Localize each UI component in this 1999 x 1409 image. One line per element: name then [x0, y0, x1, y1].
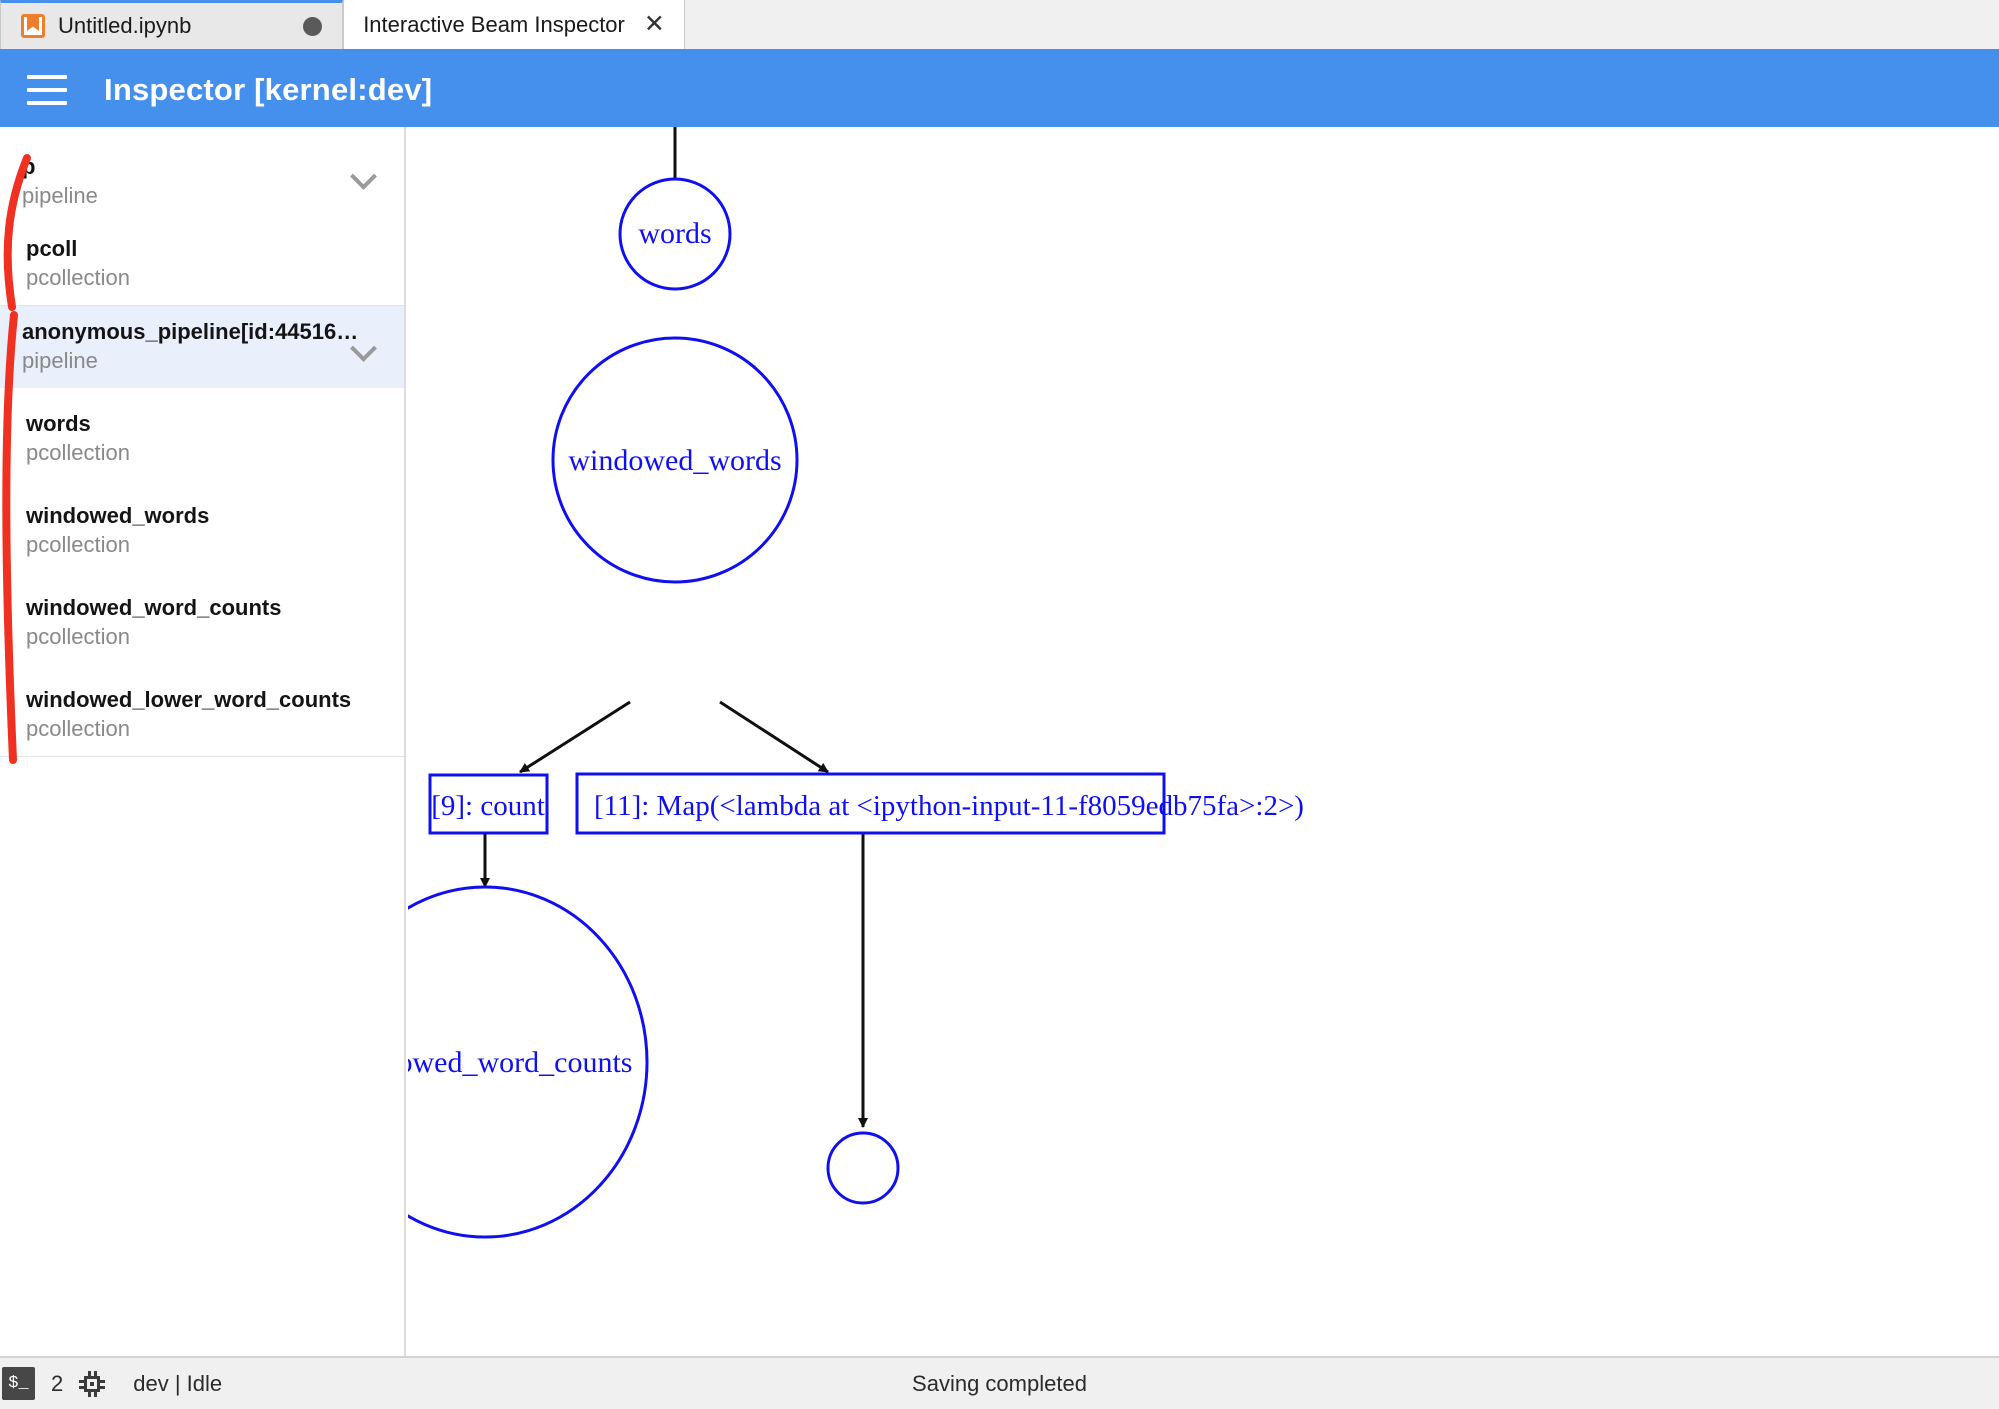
- sidebar-item-title: windowed_word_counts: [26, 596, 282, 621]
- graph-node-windowed-word-counts[interactable]: [408, 885, 649, 1239]
- tab-interactive-beam-inspector[interactable]: Interactive Beam Inspector ✕: [343, 0, 685, 49]
- sidebar-item-subtitle: pcollection: [26, 623, 130, 649]
- inspector-header: Inspector [kernel:dev]: [0, 52, 1999, 127]
- pipeline-graph-svg: words [8]: window windowed_words [9]: co…: [408, 127, 1304, 1239]
- graph-node-words[interactable]: [618, 177, 732, 291]
- unsaved-dot-icon[interactable]: [303, 16, 322, 36]
- sidebar-item-title: windowed_lower_word_counts: [26, 688, 352, 713]
- pipeline-group-p: p pipeline pcoll pcollection: [0, 127, 404, 307]
- sidebar-item-subtitle: pcollection: [26, 531, 130, 557]
- sidebar-item-subtitle: pcollection: [26, 715, 130, 741]
- tab-untitled-ipynb[interactable]: Untitled.ipynb: [0, 0, 343, 49]
- graph-node-windowed-words[interactable]: [551, 336, 799, 584]
- graph-node-label: [11]: Map(<lambda at <ipython-input-11-f…: [594, 790, 1304, 822]
- sidebar-item-title: words: [26, 412, 91, 437]
- save-status: Saving completed: [912, 1370, 1087, 1396]
- sidebar-item-subtitle: pipeline: [22, 347, 98, 373]
- graph-node-unnamed[interactable]: [826, 1131, 900, 1205]
- pipeline-group-anonymous: anonymous_pipeline[id:44516… pipeline wo…: [0, 306, 404, 758]
- notebook-icon: [21, 14, 45, 38]
- graph-node-label: windowed_words: [568, 444, 781, 477]
- graph-node-label: [9]: count: [431, 790, 545, 822]
- sidebar-item-windowed-lower-word-counts[interactable]: windowed_lower_word_counts pcollection: [0, 664, 404, 756]
- sidebar-item-title: pcoll: [26, 237, 78, 262]
- tab-label: Untitled.ipynb: [58, 13, 192, 38]
- sidebar-item-pcoll[interactable]: pcoll pcollection: [0, 223, 404, 305]
- chevron-down-icon[interactable]: [350, 162, 376, 188]
- sidebar-item-subtitle: pcollection: [26, 439, 130, 465]
- graph-node-label: windowed_word_counts: [408, 1046, 632, 1079]
- sidebar-item-windowed-words[interactable]: windowed_words pcollection: [0, 480, 404, 572]
- sidebar-item-words[interactable]: words pcollection: [0, 388, 404, 480]
- sidebar-item-title: p: [22, 155, 36, 179]
- graph-nodes: words [8]: window windowed_words [9]: co…: [408, 177, 1304, 1239]
- graph-node-map[interactable]: [575, 772, 1166, 835]
- hamburger-icon[interactable]: [27, 74, 67, 105]
- tab-label: Interactive Beam Inspector: [363, 11, 625, 37]
- sidebar-item-title: anonymous_pipeline[id:44516…: [22, 320, 359, 345]
- sidebar-item-windowed-word-counts[interactable]: windowed_word_counts pcollection: [0, 572, 404, 664]
- inspector-sidebar: p pipeline pcoll pcollection anonymous_p…: [0, 127, 406, 1356]
- sidebar-item-subtitle: pcollection: [26, 264, 130, 290]
- status-bar: $_ 2 dev | Idle Saving completed: [0, 1356, 1999, 1409]
- page-title: Inspector [kernel:dev]: [104, 71, 433, 107]
- sidebar-item-p[interactable]: p pipeline: [0, 127, 404, 223]
- sidebar-item-anonymous-pipeline[interactable]: anonymous_pipeline[id:44516… pipeline: [0, 306, 404, 389]
- chevron-down-icon[interactable]: [350, 334, 376, 360]
- kernel-status[interactable]: dev | Idle: [133, 1370, 223, 1396]
- graph-node-count[interactable]: [428, 773, 549, 835]
- terminal-icon[interactable]: $_: [2, 1367, 35, 1400]
- sidebar-item-subtitle: pipeline: [22, 182, 98, 208]
- terminal-count: 2: [51, 1370, 64, 1396]
- pipeline-graph-canvas[interactable]: words [8]: window windowed_words [9]: co…: [408, 127, 1999, 1356]
- graph-node-label: words: [638, 217, 711, 250]
- sidebar-item-title: windowed_words: [26, 504, 210, 529]
- kernel-chip-icon[interactable]: [79, 1370, 106, 1397]
- tab-bar: Untitled.ipynb Interactive Beam Inspecto…: [0, 0, 1999, 52]
- inspector-body: p pipeline pcoll pcollection anonymous_p…: [0, 127, 1999, 1356]
- close-icon[interactable]: ✕: [643, 10, 665, 38]
